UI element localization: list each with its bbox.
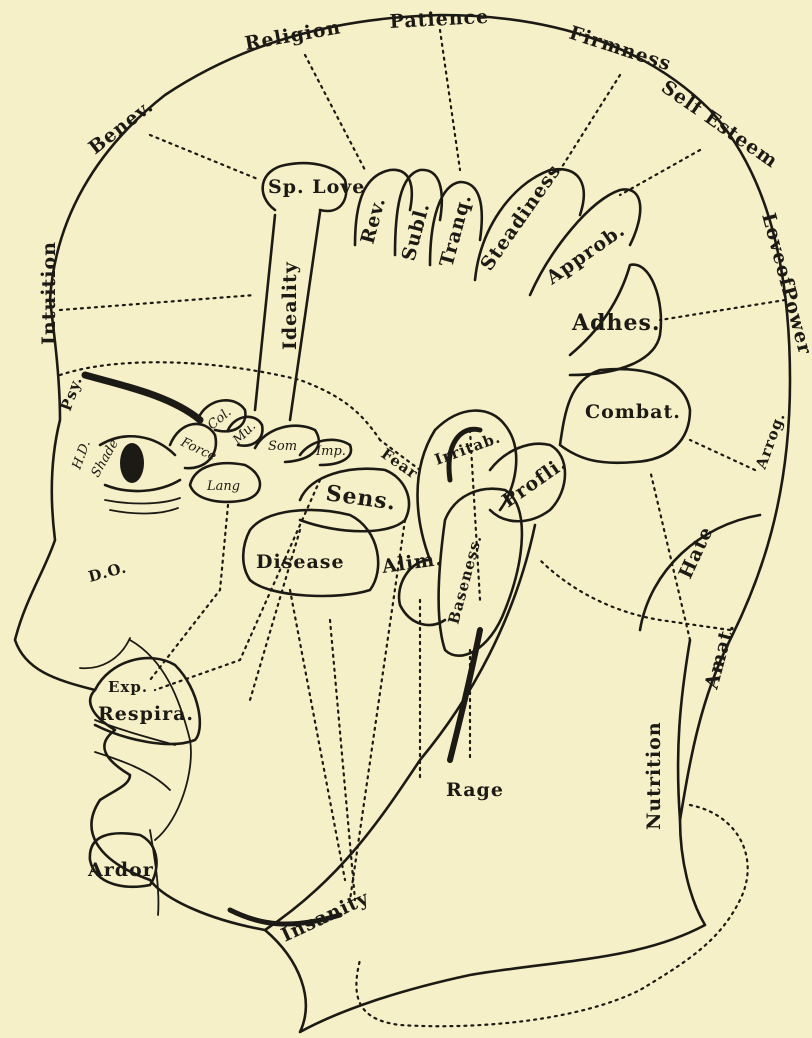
label-nutrition: Nutrition: [643, 721, 665, 830]
label-intuition: Intuition: [38, 241, 60, 345]
label-lang: Lang: [206, 479, 240, 494]
label-exp: Exp.: [108, 678, 148, 696]
label-adhes: Adhes.: [571, 310, 661, 336]
label-imp: Imp.: [315, 444, 346, 459]
label-som: Som: [268, 439, 297, 454]
label-sp-love: Sp. Love: [268, 176, 365, 198]
label-respira: Respira.: [98, 703, 194, 725]
eye-pupil: [120, 443, 144, 483]
label-ideality: Ideality: [279, 261, 301, 350]
label-combat: Combat.: [585, 401, 681, 423]
label-rage: Rage: [446, 779, 504, 801]
label-ardor: Ardor: [87, 859, 154, 881]
label-disease: Disease: [256, 551, 345, 573]
